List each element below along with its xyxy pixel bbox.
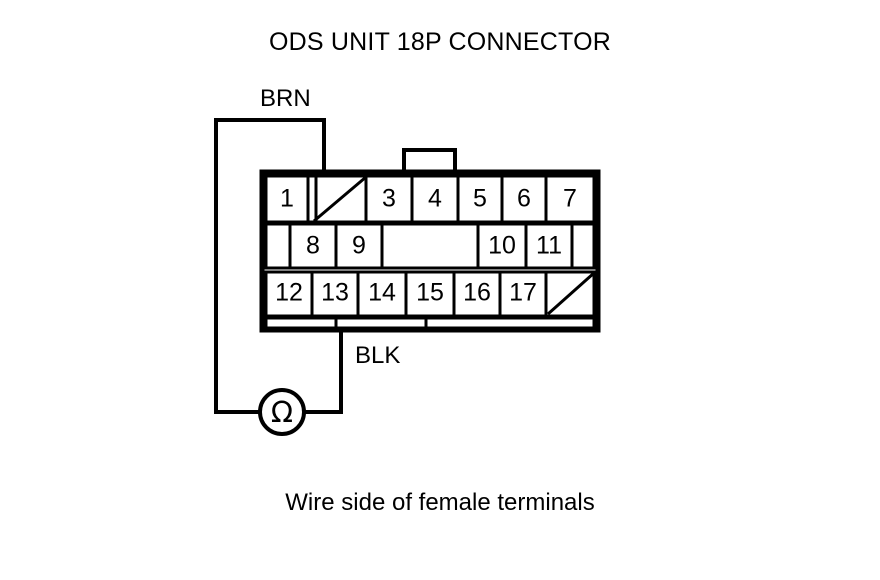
pin-label-12: 12: [275, 279, 303, 307]
black-wire-label: BLK: [355, 342, 401, 369]
pin-label-9: 9: [352, 232, 366, 260]
pin-label-13: 13: [321, 279, 349, 307]
black-wire-path: [303, 320, 343, 414]
connector-row-1: 1 3 4 5 6 7: [264, 174, 596, 224]
pin-label-4: 4: [428, 185, 442, 213]
pin-label-11: 11: [536, 232, 562, 260]
pin-label-15: 15: [416, 279, 444, 307]
pin-label-14: 14: [368, 279, 396, 307]
pin-label-5: 5: [473, 185, 487, 213]
figure-caption: Wire side of female terminals: [285, 489, 595, 516]
pin-label-3: 3: [382, 185, 396, 213]
connector-bottom-skirt: [264, 316, 596, 330]
blank-slash-r1: [313, 175, 367, 223]
connector-body: 1 3 4 5 6 7 8 9 10 11: [259, 148, 601, 333]
ohmmeter-symbol: Ω: [258, 388, 306, 436]
pin-label-16: 16: [463, 279, 491, 307]
pin-label-7: 7: [563, 185, 577, 213]
brown-wire-label: BRN: [260, 85, 311, 112]
connector-row-3: 12 13 14 15 16 17: [264, 270, 596, 318]
page-title: ODS UNIT 18P CONNECTOR: [269, 28, 611, 56]
pin-label-10: 10: [488, 232, 516, 260]
skirt-segment-right: [424, 316, 596, 330]
pin-label-6: 6: [517, 185, 531, 213]
connector-outer-shell: [259, 169, 601, 333]
pin-label-8: 8: [306, 232, 320, 260]
pin-label-1: 1: [280, 185, 294, 213]
pin-cell-7: [544, 174, 596, 224]
pin-label-17: 17: [509, 279, 537, 307]
pin-cell-r3-blank: [544, 270, 596, 318]
connector-locking-tab: [402, 148, 457, 172]
connector-row-2: 8 9 10 11: [264, 222, 596, 270]
blank-slash-r3: [547, 271, 595, 316]
ohm-glyph: Ω: [271, 395, 293, 429]
pin-cell-r2-right-blank: [570, 222, 596, 270]
